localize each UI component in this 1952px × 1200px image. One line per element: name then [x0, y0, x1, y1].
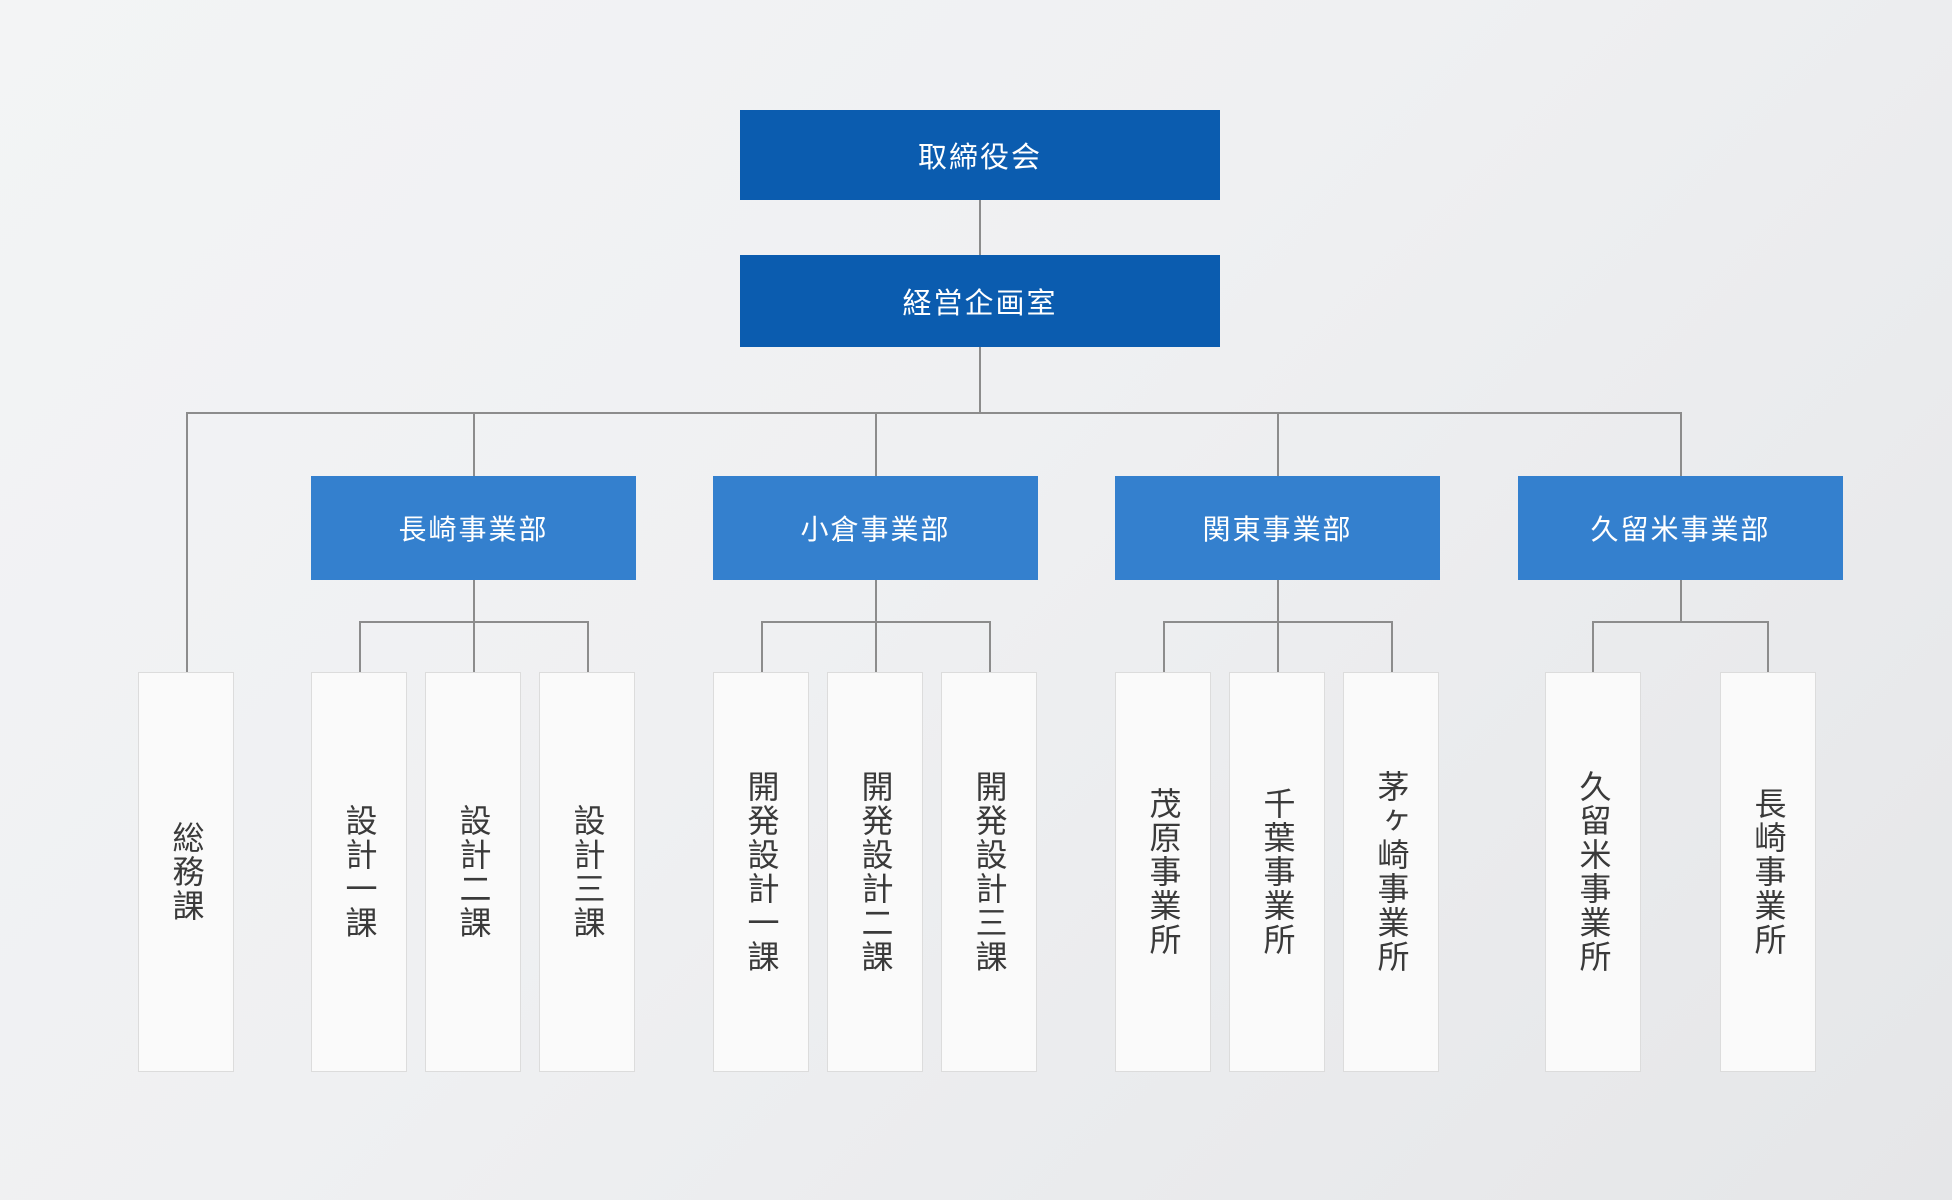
connector-drop-division-1 — [875, 412, 877, 476]
node-label: 経営企画室 — [902, 288, 1058, 320]
connector-division-1-child-1 — [875, 621, 877, 672]
node-leaf-dev-design-section-1[interactable]: 開発設計一課 — [713, 672, 809, 1072]
connector-division-0-child-1 — [473, 621, 475, 672]
connector-division-0-child-0 — [359, 621, 361, 672]
node-board-of-directors[interactable]: 取締役会 — [740, 110, 1220, 200]
connector-division-1-child-2 — [989, 621, 991, 672]
connector-division-2-child-2 — [1391, 621, 1393, 672]
connector-root-to-planning — [979, 200, 981, 255]
node-label: 茂原事業所 — [1145, 787, 1182, 957]
node-label: 取締役会 — [917, 142, 1042, 174]
node-division-kanto[interactable]: 関東事業部 — [1115, 476, 1440, 580]
node-label: 関東事業部 — [1202, 514, 1353, 545]
node-label: 小倉事業部 — [800, 514, 951, 545]
connector-division-3-child-0 — [1592, 621, 1594, 672]
node-label: 開発設計一課 — [743, 770, 780, 974]
connector-division-2-child-0 — [1163, 621, 1165, 672]
connector-division-2-stem — [1277, 580, 1279, 622]
connector-division-1-child-0 — [761, 621, 763, 672]
node-division-kurume[interactable]: 久留米事業部 — [1518, 476, 1843, 580]
connector-drop-division-2 — [1277, 412, 1279, 476]
node-label: 開発設計二課 — [857, 770, 894, 974]
node-label: 長崎事業部 — [398, 514, 549, 545]
connector-division-0-child-2 — [587, 621, 589, 672]
node-leaf-design-section-2[interactable]: 設計二課 — [425, 672, 521, 1072]
connector-division-3-bus — [1592, 621, 1769, 623]
node-leaf-nagasaki-office[interactable]: 長崎事業所 — [1720, 672, 1816, 1072]
node-leaf-dev-design-section-3[interactable]: 開発設計三課 — [941, 672, 1037, 1072]
node-leaf-chigasaki-office[interactable]: 茅ヶ崎事業所 — [1343, 672, 1439, 1072]
node-leaf-chiba-office[interactable]: 千葉事業所 — [1229, 672, 1325, 1072]
node-label: 設計一課 — [341, 804, 378, 940]
node-label: 設計二課 — [455, 804, 492, 940]
node-leaf-design-section-1[interactable]: 設計一課 — [311, 672, 407, 1072]
node-label: 久留米事業部 — [1590, 514, 1771, 545]
connector-planning-stem — [979, 347, 981, 413]
connector-division-2-child-1 — [1277, 621, 1279, 672]
connector-division-0-stem — [473, 580, 475, 622]
node-management-planning-office[interactable]: 経営企画室 — [740, 255, 1220, 347]
node-label: 長崎事業所 — [1750, 787, 1787, 957]
node-leaf-kurume-office[interactable]: 久留米事業所 — [1545, 672, 1641, 1072]
connector-drop-division-3 — [1680, 412, 1682, 476]
node-label: 開発設計三課 — [971, 770, 1008, 974]
node-leaf-mobara-office[interactable]: 茂原事業所 — [1115, 672, 1211, 1072]
connector-division-3-child-1 — [1767, 621, 1769, 672]
node-label: 久留米事業所 — [1575, 770, 1612, 974]
node-leaf-general-affairs[interactable]: 総務課 — [138, 672, 234, 1072]
node-leaf-dev-design-section-2[interactable]: 開発設計二課 — [827, 672, 923, 1072]
connector-drop-general-affairs — [186, 412, 188, 672]
connector-main-bus — [186, 412, 1682, 414]
node-label: 総務課 — [168, 821, 205, 923]
node-leaf-design-section-3[interactable]: 設計三課 — [539, 672, 635, 1072]
node-division-kokura[interactable]: 小倉事業部 — [713, 476, 1038, 580]
node-label: 茅ヶ崎事業所 — [1373, 770, 1410, 974]
node-label: 設計三課 — [569, 804, 606, 940]
node-division-nagasaki[interactable]: 長崎事業部 — [311, 476, 636, 580]
connector-division-3-stem — [1680, 580, 1682, 622]
connector-drop-division-0 — [473, 412, 475, 476]
connector-division-1-stem — [875, 580, 877, 622]
node-label: 千葉事業所 — [1259, 787, 1296, 957]
